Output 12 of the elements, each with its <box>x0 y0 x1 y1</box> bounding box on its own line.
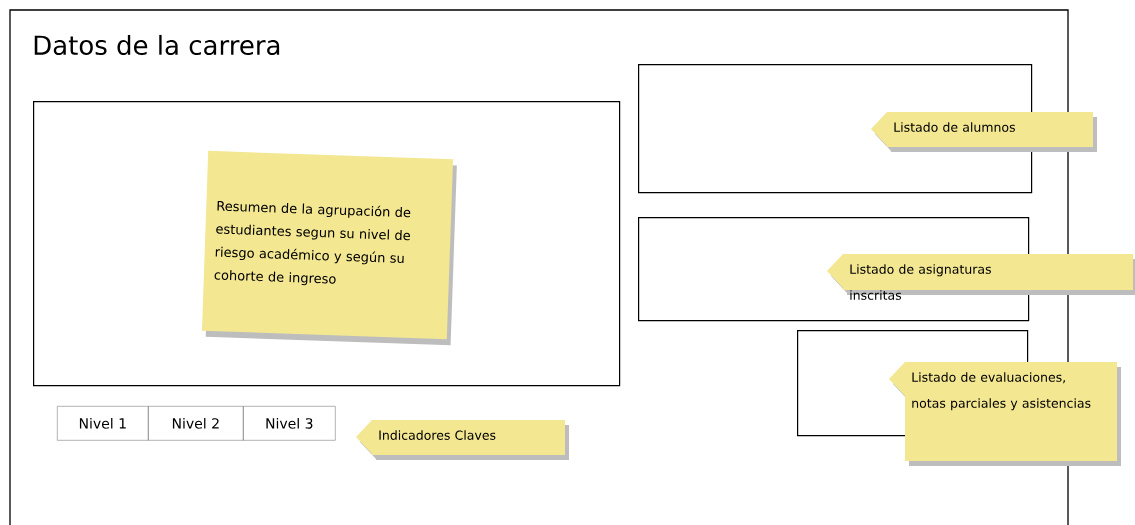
panel-box <box>638 217 1030 322</box>
page-title: Datos de la carrera <box>34 34 280 56</box>
sticky-note: Resumen de la agrupación de estudiantes segun su nivel de riesgo académico y según su cohorte de ingreso <box>201 150 457 346</box>
callout-note: Listado de alumnos <box>871 112 1097 152</box>
callout-note: Listado de evaluaciones, notas parciales y asistencias <box>889 362 1121 466</box>
level-tab: Nivel 2 <box>148 406 244 441</box>
level-tab: Nivel 3 <box>243 406 336 441</box>
callout-note: Listado de asignaturas inscritas <box>827 254 1135 300</box>
level-tab: Nivel 1 <box>57 406 149 441</box>
panel-box <box>638 64 1033 194</box>
panel-box <box>33 101 621 387</box>
callout-note: Indicadores Claves <box>356 420 569 460</box>
